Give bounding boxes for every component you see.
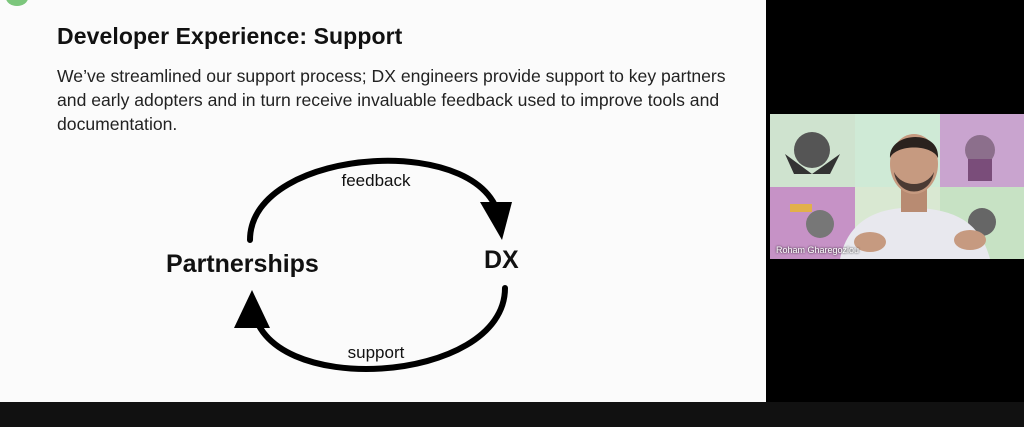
feedback-arrowhead <box>480 202 512 240</box>
partnerships-node: Partnerships <box>166 250 319 278</box>
presentation-slide: Developer Experience: Support We’ve stre… <box>0 0 766 402</box>
feedback-label: feedback <box>342 171 411 190</box>
dx-node: DX <box>484 246 519 274</box>
speaker-video-tile: Roham Gharegozlou <box>770 114 1024 259</box>
participant-name-label: Roham Gharegozlou <box>776 245 860 255</box>
support-arrow <box>250 285 508 372</box>
feedback-arrow <box>247 157 503 243</box>
slide-body-text: We’ve streamlined our support process; D… <box>57 66 726 134</box>
app-logo <box>6 0 28 6</box>
feedback-support-cycle-diagram: feedback support Partnerships DX <box>166 157 519 372</box>
support-label: support <box>348 343 405 362</box>
slide-title: Developer Experience: Support <box>57 23 403 49</box>
speaker-figure <box>785 132 996 259</box>
support-arrowhead <box>234 290 270 328</box>
meeting-controls-bar <box>0 402 1024 427</box>
